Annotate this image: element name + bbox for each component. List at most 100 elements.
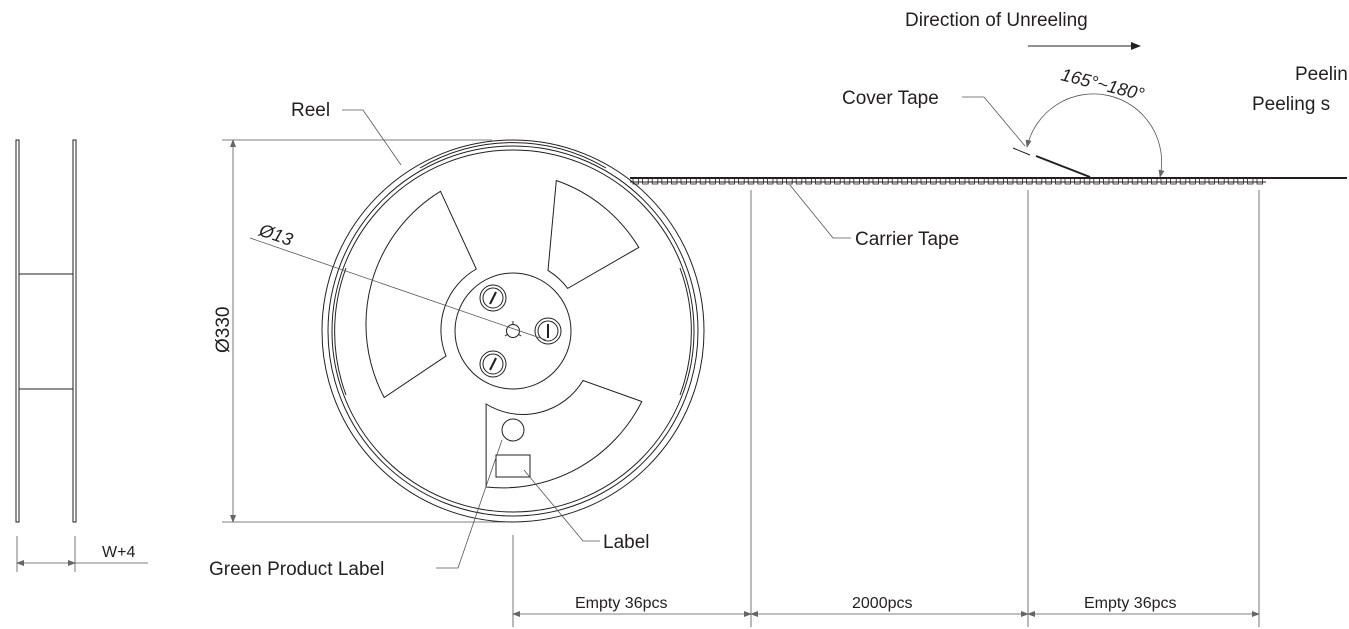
reel-diameter-label: Ø330 xyxy=(213,307,234,353)
tape-pocket xyxy=(757,177,764,185)
tape-pocket xyxy=(1179,177,1187,185)
carrier-tape-leader xyxy=(789,184,851,239)
tape-pocket xyxy=(1016,177,1023,185)
peeling-note-line-2: Peeling s xyxy=(1252,94,1330,115)
tape-pocket xyxy=(1103,177,1110,185)
tape-pocket xyxy=(719,177,726,185)
peel-angle-label: 165°~180° xyxy=(1059,64,1146,104)
tape-pocket xyxy=(1007,177,1014,185)
tape-pocket xyxy=(642,177,649,185)
leader-segment-label: Empty 36pcs xyxy=(575,595,667,612)
tape-pocket xyxy=(690,177,697,185)
tape-pocket xyxy=(767,177,774,185)
tape-pocket xyxy=(882,177,889,185)
tape-pocket xyxy=(1112,177,1119,185)
tape-pocket xyxy=(632,177,639,185)
reel-leader xyxy=(342,109,402,166)
tape-pocket xyxy=(786,177,793,185)
tape-pocket xyxy=(1026,177,1033,185)
tape-pocket xyxy=(1256,177,1263,185)
tape-pocket xyxy=(1208,177,1215,185)
direction-label: Direction of Unreeling xyxy=(905,10,1088,31)
hub-drive-hole xyxy=(534,317,562,345)
tape-pocket xyxy=(1064,177,1071,185)
tape-pocket xyxy=(795,177,803,185)
tape-pocket xyxy=(651,177,659,185)
tape-pocket xyxy=(1189,177,1196,185)
tape-pocket xyxy=(930,177,937,185)
tape-pocket xyxy=(997,177,1004,185)
green-product-label-text: Green Product Label xyxy=(209,559,384,580)
carrier-tape-label: Carrier Tape xyxy=(855,229,959,250)
hub-diameter-label: Ø13 xyxy=(256,220,296,250)
tape-pocket xyxy=(671,177,678,185)
cover-tape-leader xyxy=(962,96,1026,147)
reel-front-view xyxy=(321,139,705,523)
tape-segment-dimensions xyxy=(512,190,1260,627)
peel-angle-arc xyxy=(1025,93,1165,178)
peeling-note-line-1: Peelin xyxy=(1295,64,1348,85)
label-leader xyxy=(523,469,600,542)
parts-segment-label: 2000pcs xyxy=(852,595,913,612)
green-label-leader xyxy=(436,439,503,569)
tape-pocket xyxy=(776,177,783,185)
tape-pocket xyxy=(978,177,985,185)
tape-pocket xyxy=(1055,177,1062,185)
tape-pocket xyxy=(853,177,860,185)
hub-drive-hole xyxy=(479,350,507,378)
tape-pocket xyxy=(1160,177,1167,185)
tape-pocket xyxy=(901,177,908,185)
tape-pocket xyxy=(1141,177,1148,185)
tape-pocket xyxy=(920,177,927,185)
tape-pocket xyxy=(1227,177,1235,185)
tape-pocket xyxy=(911,177,918,185)
tape-pocket xyxy=(1045,177,1052,185)
tape-pocket xyxy=(699,177,707,185)
tape-pocket xyxy=(824,177,831,185)
tape-pocket xyxy=(968,177,975,185)
label-area xyxy=(495,454,531,478)
tape-pocket xyxy=(1237,177,1244,185)
tape-pocket xyxy=(709,177,716,185)
tape-pocket xyxy=(1083,177,1091,185)
tape-pocket xyxy=(1074,177,1081,185)
green-product-label-spot xyxy=(501,418,525,442)
tape-pocket xyxy=(1199,177,1206,185)
tape-pocket xyxy=(949,177,956,185)
tape-pocket xyxy=(728,177,735,185)
tape-pocket xyxy=(1247,177,1254,185)
tape-pocket xyxy=(939,177,947,185)
tape-pocket xyxy=(1218,177,1225,185)
tape-pocket xyxy=(959,177,966,185)
tape-pocket xyxy=(891,177,899,185)
cover-tape-label: Cover Tape xyxy=(842,88,939,109)
reel-diameter-dimension xyxy=(222,139,505,523)
tape-pocket xyxy=(872,177,879,185)
tape-pocket xyxy=(1131,177,1139,185)
tape-pocket xyxy=(815,177,822,185)
tape-pocket xyxy=(738,177,745,185)
tape-pocket xyxy=(1093,177,1100,185)
width-dimension-label: W+4 xyxy=(102,544,135,561)
label-text: Label xyxy=(603,532,650,553)
hub-drive-hole xyxy=(479,284,507,312)
tape-pocket xyxy=(987,177,995,185)
tape-pocket xyxy=(680,177,687,185)
hub-diameter-leader xyxy=(249,237,547,341)
tape-pocket xyxy=(1035,177,1043,185)
tape-pocket xyxy=(747,177,755,185)
tape-pocket xyxy=(834,177,841,185)
carrier-tape xyxy=(630,177,1347,185)
tape-pocket xyxy=(1151,177,1158,185)
tape-pocket xyxy=(661,177,668,185)
reel-label: Reel xyxy=(291,100,330,121)
tape-pocket xyxy=(1122,177,1129,185)
tape-pocket xyxy=(843,177,851,185)
tape-pocket xyxy=(863,177,870,185)
tape-pocket xyxy=(805,177,812,185)
tape-pocket xyxy=(1170,177,1177,185)
cover-tape xyxy=(1035,155,1091,178)
reel-side-view xyxy=(15,139,148,572)
trailer-segment-label: Empty 36pcs xyxy=(1084,595,1176,612)
